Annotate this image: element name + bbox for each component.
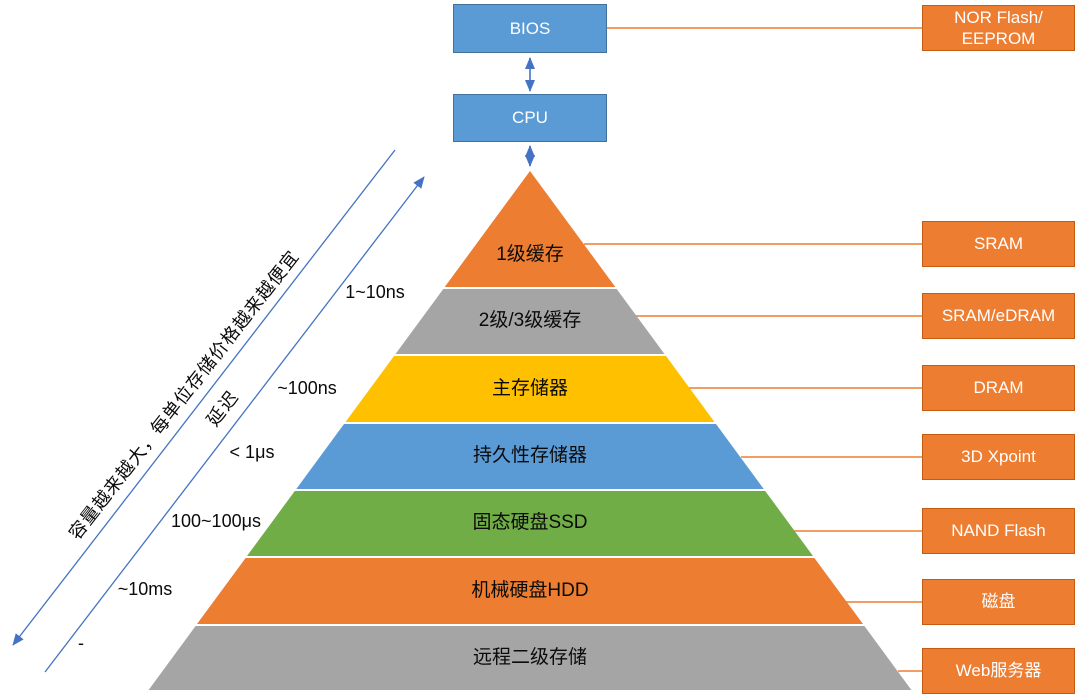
pyramid-level-4-shape — [296, 424, 764, 489]
tech-box-web-server: Web服务器 — [922, 648, 1075, 694]
latency-tick-1-10ns: 1~10ns — [345, 282, 405, 302]
latency-axis-arrow — [44, 176, 425, 673]
pyramid-level-2-label: 2级/3级缓存 — [478, 310, 582, 331]
tech-box-dram: DRAM — [922, 365, 1075, 411]
latency-tick-1us: < 1μs — [229, 442, 275, 462]
pyramid-level-7-shape — [148, 626, 912, 690]
pyramid-level-6-shape — [197, 558, 863, 624]
pyramid-level-3-shape — [345, 356, 715, 422]
cpu-box: CPU — [453, 94, 607, 142]
latency-tick-100us: 100~100μs — [171, 511, 261, 531]
tech-box-3d-xpoint-label: 3D Xpoint — [961, 447, 1036, 467]
pyramid-level-5-label: 固态硬盘SSD — [472, 512, 588, 533]
pyramid-level-3-label: 主存储器 — [491, 378, 568, 399]
tech-box-dram-label: DRAM — [973, 378, 1024, 398]
pyramid-level-2-shape — [395, 289, 665, 354]
capacity-axis-arrow — [12, 149, 396, 646]
tech-box-nor-line2: EEPROM — [961, 29, 1036, 48]
pyramid-level-7-label: 远程二级存储 — [472, 647, 587, 668]
latency-tick-10ms: ~10ms — [117, 579, 173, 599]
tech-box-nand-flash: NAND Flash — [922, 508, 1075, 554]
bios-box: BIOS — [453, 4, 607, 53]
tech-box-nor-flash-eeprom: NOR Flash/ EEPROM — [922, 5, 1075, 51]
tech-box-sram-edram-label: SRAM/eDRAM — [941, 306, 1056, 326]
tech-box-nor-line1: NOR Flash/ — [954, 7, 1043, 27]
tech-box-disk: 磁盘 — [922, 579, 1075, 625]
tech-box-3d-xpoint: 3D Xpoint — [922, 434, 1075, 480]
tech-box-disk-label: 磁盘 — [981, 592, 1016, 612]
pyramid-level-4-label: 持久性存储器 — [472, 445, 587, 466]
pyramid-level-5-shape — [247, 491, 813, 556]
pyramid-level-1-label: 1级缓存 — [496, 244, 564, 265]
pyramid-level-6-label: 机械硬盘HDD — [471, 580, 589, 601]
tech-box-sram-label: SRAM — [973, 234, 1024, 254]
tech-box-web-server-label: Web服务器 — [955, 661, 1042, 681]
latency-tick-dash: - — [78, 633, 84, 653]
bios-label: BIOS — [509, 18, 551, 38]
pyramid-level-1-shape — [444, 171, 616, 287]
tech-box-sram: SRAM — [922, 221, 1075, 267]
cpu-label: CPU — [512, 108, 548, 127]
tech-box-sram-edram: SRAM/eDRAM — [922, 293, 1075, 339]
latency-tick-100ns: ~100ns — [277, 378, 337, 398]
tech-box-nand-flash-label: NAND Flash — [951, 521, 1046, 541]
